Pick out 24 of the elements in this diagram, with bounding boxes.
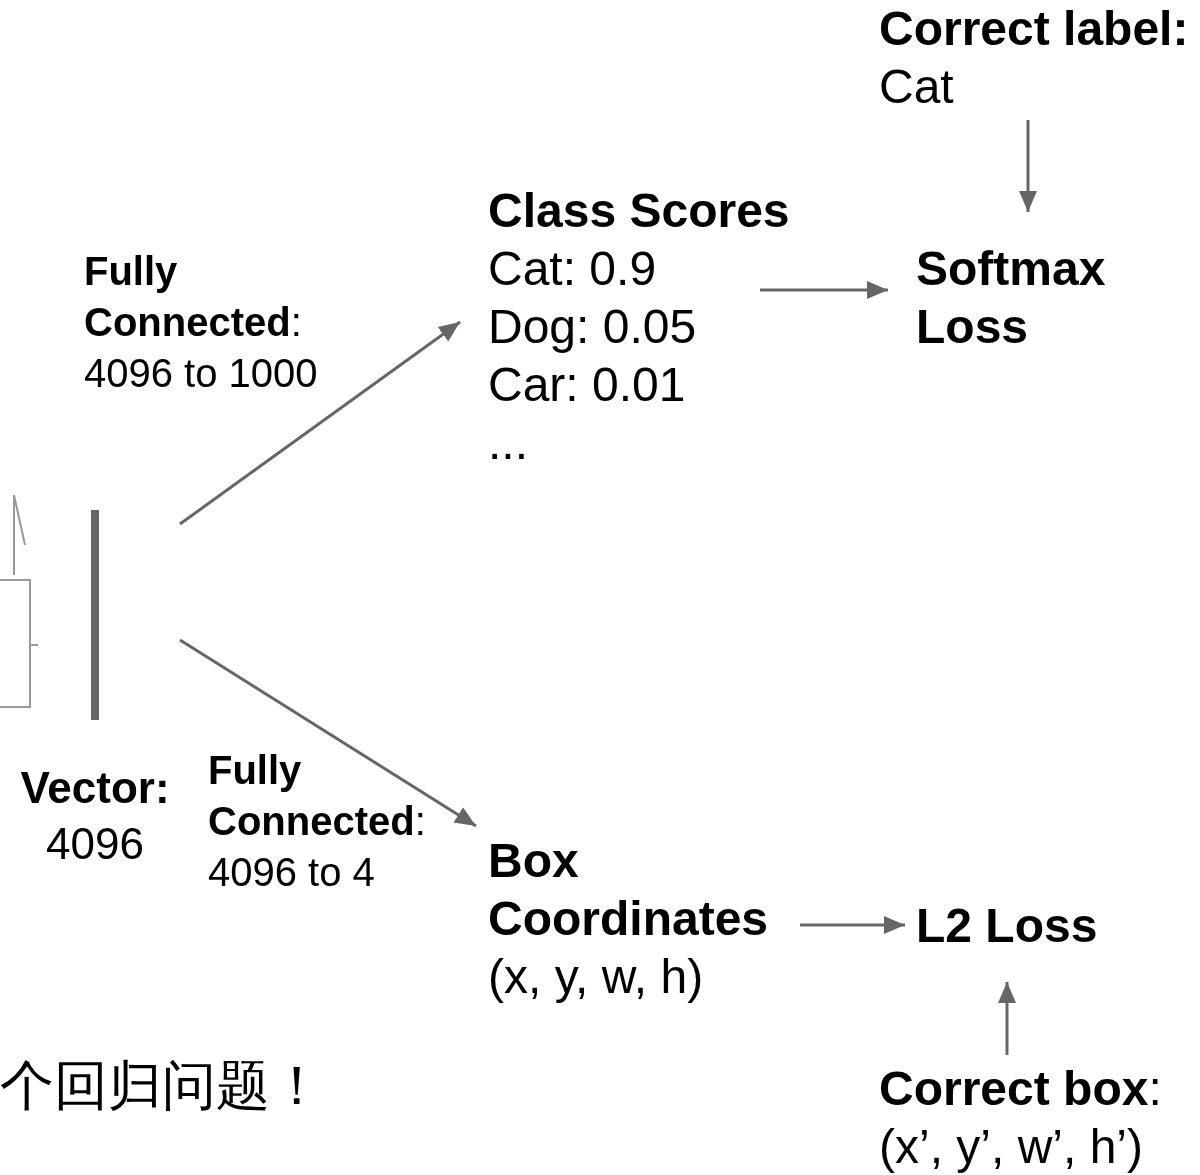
node-text: 4096 bbox=[45, 818, 145, 870]
arrow bbox=[800, 916, 905, 934]
arrow bbox=[998, 982, 1016, 1055]
arrow bbox=[1019, 120, 1037, 212]
node-text: Car: 0.01 bbox=[488, 357, 687, 413]
node-text: L2 Loss bbox=[916, 898, 1099, 954]
node-text: Dog: 0.05 bbox=[488, 299, 698, 355]
node-heading: Vector: bbox=[19, 762, 171, 814]
node-heading: Correct label: bbox=[879, 1, 1190, 57]
node-text: ... bbox=[488, 415, 529, 471]
node-heading: Correct box: bbox=[879, 1061, 1163, 1117]
node-heading: Box Coordinates bbox=[488, 833, 770, 947]
note-text: 个回归问题！ bbox=[0, 1053, 324, 1119]
node-text: Cat bbox=[879, 59, 955, 115]
arrow bbox=[179, 320, 461, 526]
node-text: (x’, y’, w’, h’) bbox=[879, 1119, 1144, 1175]
node-text: Softmax Loss bbox=[916, 241, 1107, 355]
node-text: Cat: 0.9 bbox=[488, 241, 658, 297]
edge-label: Fully Connected: 4096 to 4 bbox=[208, 747, 426, 896]
arrow bbox=[179, 638, 477, 828]
node-text: (x, y, w, h) bbox=[488, 949, 705, 1005]
arrow bbox=[760, 281, 888, 299]
node-heading: Class Scores bbox=[488, 183, 791, 239]
edge-label: Fully Connected: 4096 to 1000 bbox=[84, 248, 318, 397]
